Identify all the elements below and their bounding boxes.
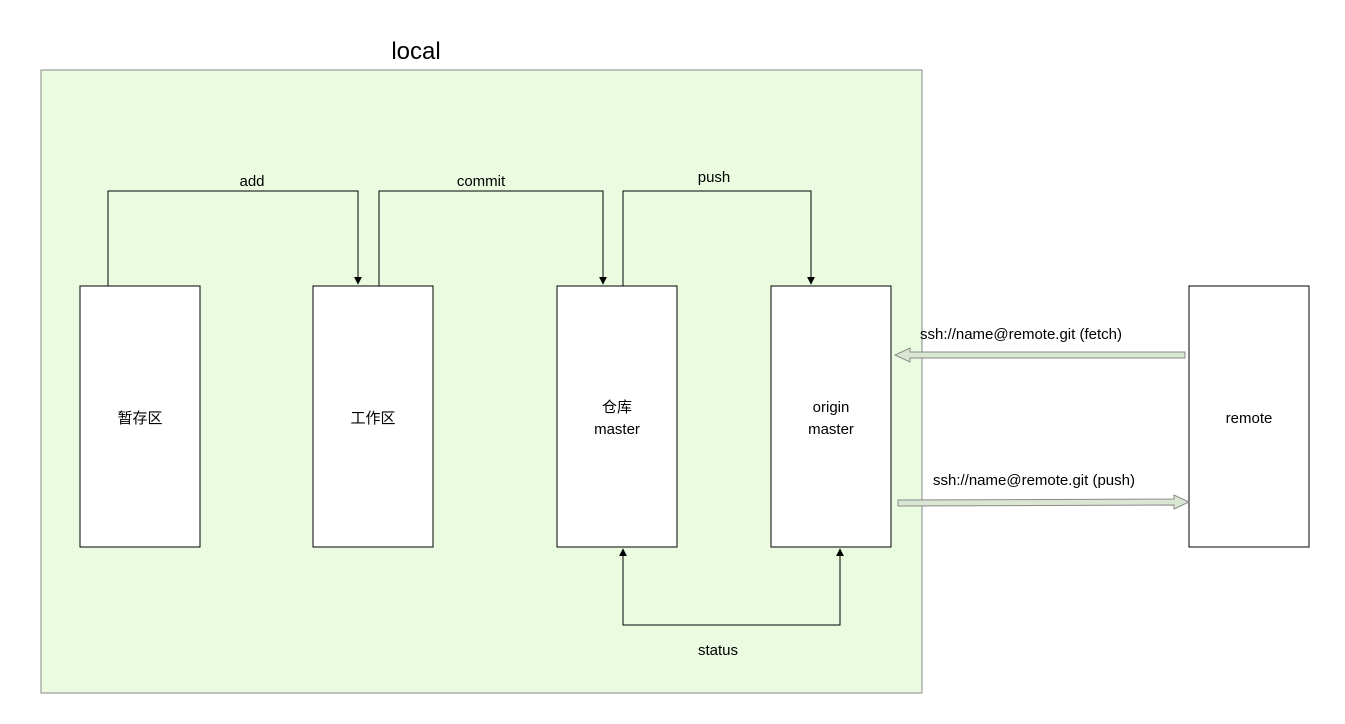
staging-node-label: 暂存区 bbox=[117, 410, 162, 427]
repository-node: 仓库 master bbox=[556, 285, 678, 548]
remote-node: remote bbox=[1188, 285, 1310, 548]
push-edge-label: push bbox=[698, 169, 731, 186]
commit-edge bbox=[378, 190, 607, 286]
remote-push-arrow-label: ssh://name@remote.git (push) bbox=[933, 472, 1135, 489]
status-edge-label: status bbox=[698, 642, 738, 659]
push-edge bbox=[622, 190, 815, 286]
workspace-node-label: 工作区 bbox=[350, 410, 395, 427]
staging-node: 暂存区 bbox=[79, 285, 201, 548]
origin-master-node: origin master bbox=[770, 285, 892, 548]
remote-node-label: remote bbox=[1226, 410, 1273, 427]
origin-master-node-label-line1: origin bbox=[813, 399, 850, 416]
commit-edge-label: commit bbox=[457, 173, 506, 190]
fetch-arrow bbox=[893, 347, 1186, 363]
add-edge bbox=[107, 190, 362, 286]
repository-node-label-line2: master bbox=[594, 421, 640, 438]
fetch-arrow-label: ssh://name@remote.git (fetch) bbox=[920, 326, 1122, 343]
remote-push-arrow bbox=[897, 494, 1191, 510]
origin-master-node-label-line2: master bbox=[808, 421, 854, 438]
local-group-title: local bbox=[391, 38, 440, 65]
status-edge bbox=[619, 548, 844, 626]
add-edge-label: add bbox=[239, 173, 264, 190]
repository-node-label-line1: 仓库 bbox=[602, 399, 632, 416]
workspace-node: 工作区 bbox=[312, 285, 434, 548]
